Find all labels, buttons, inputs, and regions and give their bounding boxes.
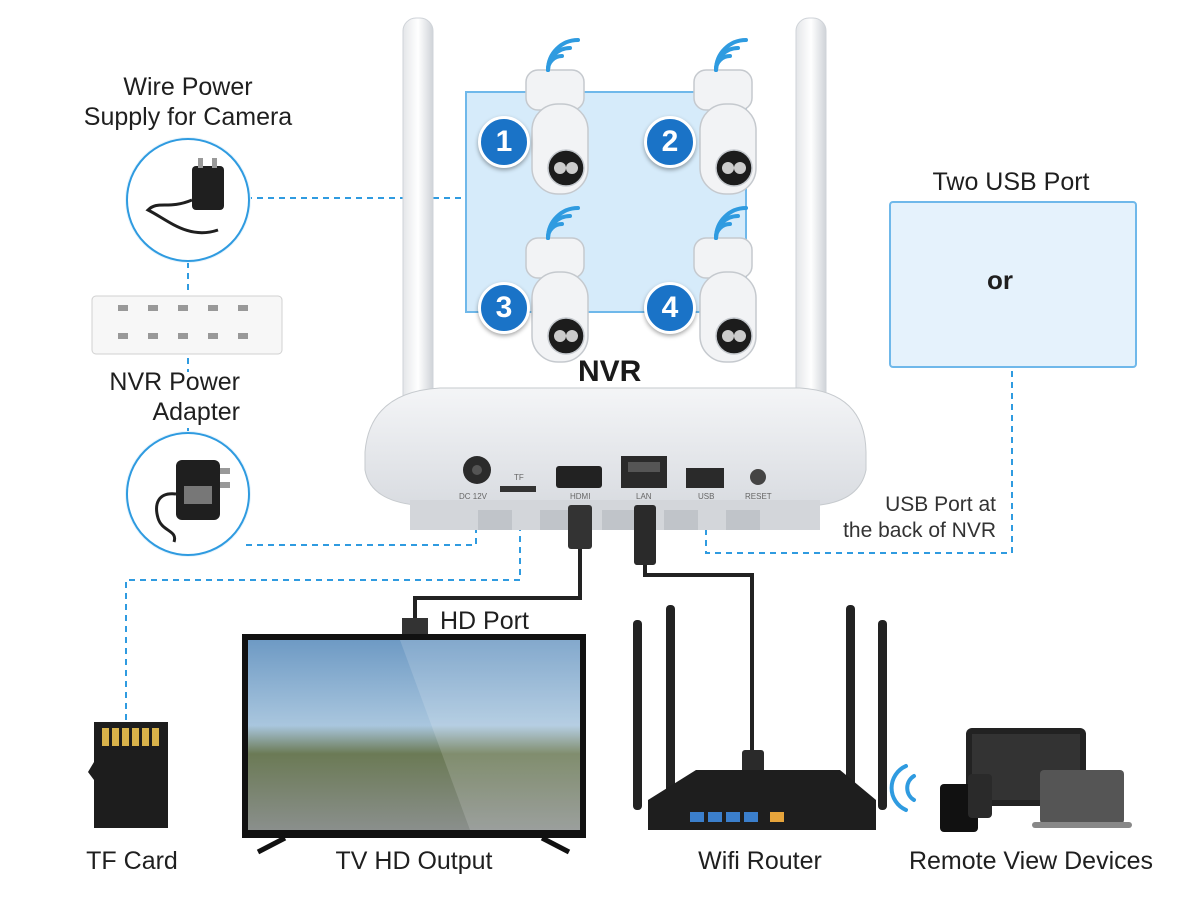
wire-power-label: Wire Power Supply for Camera [83,73,293,131]
camera-badge-1: 1 [478,116,530,168]
usb-panel [889,201,1137,368]
port-label-usb: USB [698,492,715,501]
remote-devices-label: Remote View Devices [908,847,1154,875]
port-label-hdmi: HDMI [570,492,591,501]
camera-badge-4: 4 [644,282,696,334]
port-label-dc: DC 12V [459,492,488,501]
hd-port-label: HD Port [440,607,529,635]
nvr-power-label: NVR Power Adapter [109,368,240,426]
wifi-router-label: Wifi Router [698,847,822,875]
usb-back-label: USB Port at the back of NVR [843,493,996,542]
tv-hd-label: TV HD Output [335,847,493,875]
camera-badge-3: 3 [478,282,530,334]
port-label-reset: RESET [745,492,772,501]
port-label-tf: TF [514,473,524,482]
two-usb-label: Two USB Port [932,168,1090,196]
nvr-title: NVR [578,355,642,388]
nvr-power-adapter-image [126,432,250,556]
camera-badge-2: 2 [644,116,696,168]
port-label-lan: LAN [636,492,652,501]
camera-power-supply-image [126,138,250,262]
or-label: or [987,265,1013,295]
tf-card-label: TF Card [86,847,178,875]
